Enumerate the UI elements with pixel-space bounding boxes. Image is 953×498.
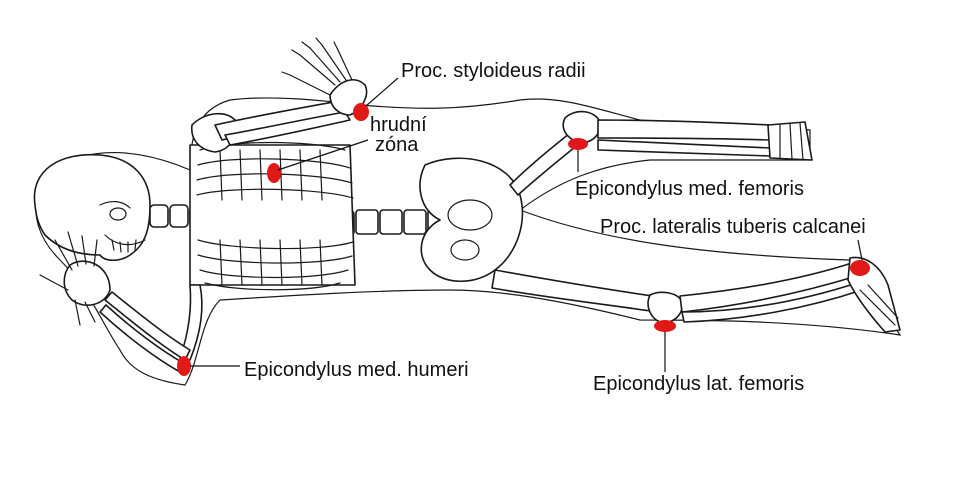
marker-proc-lat-calcanei (850, 260, 870, 276)
marker-hrudni-zona (267, 163, 281, 183)
label-proc-lat-calcanei: Proc. lateralis tuberis calcanei (600, 216, 866, 238)
marker-epic-med-humeri (177, 356, 191, 376)
label-zona: zóna (375, 134, 418, 156)
marker-epic-med-femoris (568, 138, 588, 150)
leader-styloideus (366, 78, 398, 106)
label-hrudni: hrudní (370, 114, 427, 136)
label-epic-med-humeri: Epicondylus med. humeri (244, 359, 469, 381)
skull (34, 155, 150, 261)
leg-lower (492, 257, 900, 332)
label-epic-lat-femoris: Epicondylus lat. femoris (593, 373, 804, 395)
label-styloideus: Proc. styloideus radii (401, 60, 586, 82)
upper-arm-raised (215, 100, 352, 145)
marker-epic-lat-femoris (654, 320, 676, 332)
label-epic-med-femoris: Epicondylus med. femoris (575, 178, 804, 200)
